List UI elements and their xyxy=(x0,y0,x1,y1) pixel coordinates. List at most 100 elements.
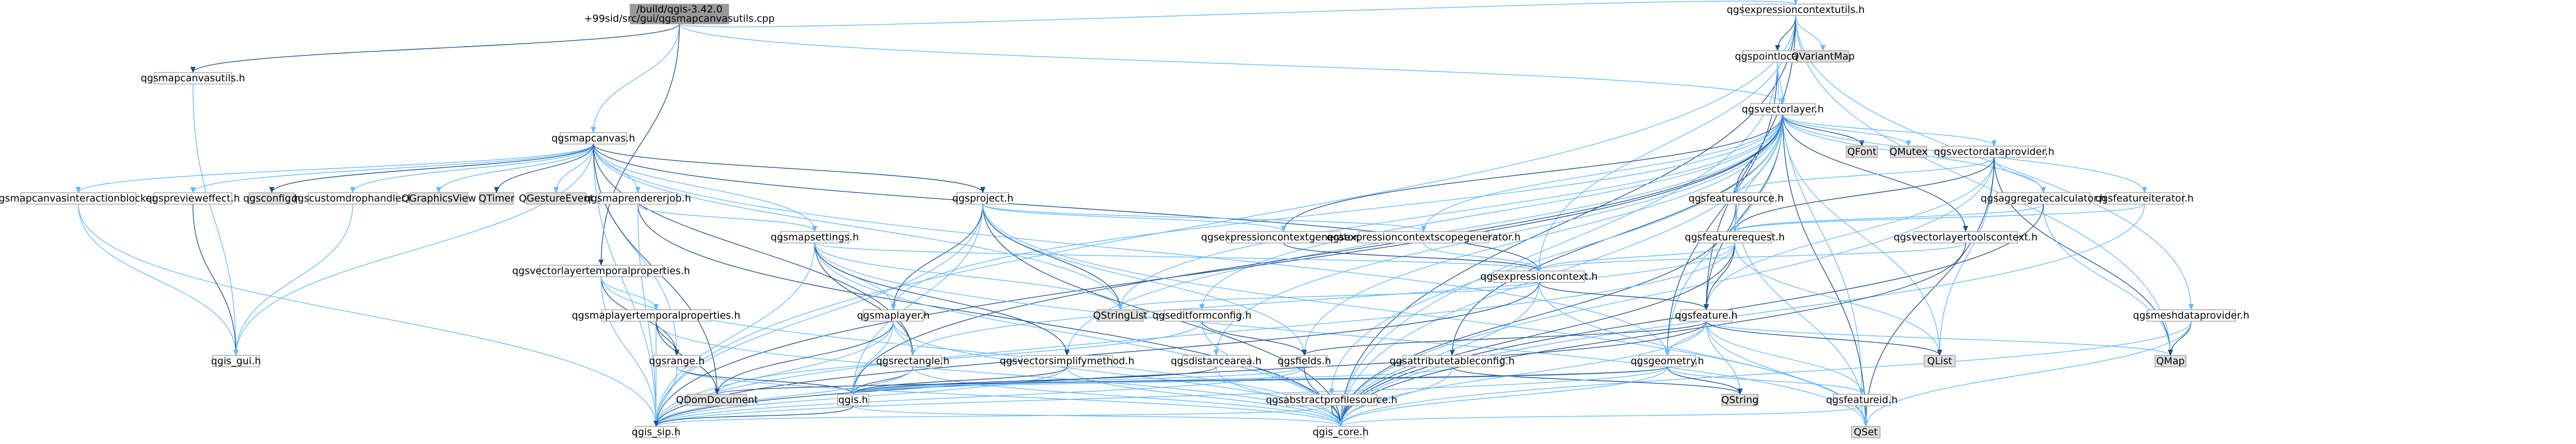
node-distarea[interactable]: qgsdistancearea.h xyxy=(1171,355,1262,367)
edge-mapsettings-to-core xyxy=(814,242,1343,427)
edge-vl_h-to-qlist xyxy=(1782,114,1942,356)
node-feature[interactable]: qgsfeature.h xyxy=(1675,309,1738,322)
node-qmutex[interactable]: QMutex xyxy=(1889,146,1928,158)
node-vltoolctx[interactable]: qgsvectorlayertoolscontext.h xyxy=(1893,231,2038,244)
edge-ecu_h-to-qvariantmap xyxy=(1795,15,1826,51)
edge-vl_h-to-qstringlist xyxy=(1118,114,1784,310)
node-ecsgen[interactable]: qgsexpressioncontextscopegenerator.h xyxy=(1327,231,1521,244)
node-qgsconfig[interactable]: qgsconfig.h xyxy=(243,192,300,205)
node-mc_h[interactable]: qgsmapcanvas.h xyxy=(551,132,635,145)
node-root[interactable]: /build/qgis-3.42.0+99sid/src/gui/qgsmapc… xyxy=(584,4,774,24)
edge-vltoolctx-to-core xyxy=(1338,242,1966,427)
node-label: QDomDocument xyxy=(676,394,758,406)
edge-vsimp-to-qgis_h xyxy=(851,366,1068,395)
node-fiter[interactable]: qgsfeatureiterator.h xyxy=(2095,192,2194,205)
node-mcu_h[interactable]: qgsmapcanvasutils.h xyxy=(141,72,245,84)
node-ecgen[interactable]: qgsexpressioncontextgenerator.h xyxy=(1201,231,1366,244)
node-mcib[interactable]: qgsmapcanvasinteractionblocker.h xyxy=(0,192,164,205)
node-preveff[interactable]: qgspreviewеffect.h xyxy=(146,192,240,205)
node-absprof[interactable]: qgsabstractprofilesource.h xyxy=(1266,394,1398,406)
edge-range-to-core xyxy=(676,366,1343,427)
edge-ectx-to-sip xyxy=(653,282,1540,427)
node-mltp[interactable]: qgsmaplayertemporalproperties.h xyxy=(572,309,741,322)
node-vsimp[interactable]: qgsvectorsimplifymethod.h xyxy=(1000,355,1135,367)
node-label: qgsmaplayer.h xyxy=(857,310,929,321)
node-project[interactable]: qgsproject.h xyxy=(952,192,1013,205)
edge-customdrop-to-gui xyxy=(233,204,353,356)
node-vl_h[interactable]: qgsvectorlayer.h xyxy=(1742,103,1824,116)
header-nodes: /build/qgis-3.42.0+99sid/src/gui/qgsmapc… xyxy=(0,4,2249,438)
node-label: QStringList xyxy=(1093,310,1148,321)
edge-vl_h-to-maplayer xyxy=(890,114,1784,310)
node-label: QGraphicsView xyxy=(401,193,476,204)
edge-vl_h-to-fields xyxy=(1302,114,1784,356)
node-qvariantmap[interactable]: QVariantMap xyxy=(1791,50,1855,63)
node-qgesture[interactable]: QGestureEvent xyxy=(519,192,594,205)
edge-ecsgen-to-ectx xyxy=(1423,242,1542,271)
node-qgv[interactable]: QGraphicsView xyxy=(401,192,476,205)
node-qmap[interactable]: QMap xyxy=(2154,355,2187,367)
edge-aggcalc-to-freq xyxy=(1732,204,2044,232)
node-fields[interactable]: qgsfields.h xyxy=(1278,355,1331,367)
node-maplayer[interactable]: qgsmaplayer.h xyxy=(857,309,930,322)
edge-mc_h-to-range xyxy=(593,144,679,356)
node-label: QMutex xyxy=(1889,146,1927,157)
node-rect[interactable]: qgsrectangle.h xyxy=(876,355,950,367)
node-aggcalc[interactable]: qgsaggregatecalculator.h xyxy=(1981,192,2106,205)
edge-distarea-to-qgis_h xyxy=(851,366,1217,395)
edge-geometry-to-qstring xyxy=(1667,366,1743,395)
node-mapsettings[interactable]: qgsmapsettings.h xyxy=(771,231,859,244)
node-label: +99sid/src/gui/qgsmapcanvasutils.cpp xyxy=(584,13,774,24)
edge-mc_h-to-ectx xyxy=(593,144,1542,271)
node-gui[interactable]: qgis_gui.h xyxy=(211,355,261,367)
edge-feature-to-qmap xyxy=(1706,321,2173,356)
node-qset[interactable]: QSet xyxy=(1851,426,1881,438)
node-qgis_h[interactable]: qgis.h xyxy=(837,394,869,406)
edge-vl_h-to-ecgen xyxy=(1281,114,1784,232)
node-fsource[interactable]: qgsfeaturesource.h xyxy=(1689,192,1784,205)
node-freq[interactable]: qgsfeaturerequest.h xyxy=(1685,231,1785,244)
edge-ecu_h-to-core xyxy=(1338,15,1797,427)
edge-root-to-mc_h xyxy=(591,23,680,133)
node-qlist[interactable]: QList xyxy=(1924,355,1956,367)
node-vltp_h[interactable]: qgsvectorlayertemporalproperties.h xyxy=(512,265,690,277)
edge-attrtab-to-qgis_h xyxy=(851,366,1453,395)
node-maprendjob[interactable]: qgsmaprendererjob.h xyxy=(584,192,691,205)
node-label: qgis_sip.h xyxy=(632,426,680,438)
edge-ectx-to-qstringlist xyxy=(1118,282,1540,310)
edge-qgis_h-to-sip xyxy=(653,405,854,427)
edge-feature-to-fields xyxy=(1302,321,1707,356)
edge-vl_h-to-vdp xyxy=(1782,114,1997,147)
node-sip[interactable]: qgis_sip.h xyxy=(632,426,680,438)
node-customdrop[interactable]: qgscustomdrophandler.h xyxy=(291,192,414,205)
edge-mapsettings-to-qset xyxy=(814,242,1869,427)
edge-mc_h-to-sip xyxy=(593,144,659,427)
node-ecu_h[interactable]: qgsexpressioncontextutils.h xyxy=(1726,4,1865,16)
node-label: qgsmapsettings.h xyxy=(771,232,859,243)
edge-freq-to-feature xyxy=(1704,242,1735,310)
node-ectx[interactable]: qgsexpressioncontext.h xyxy=(1480,270,1598,283)
node-qfont[interactable]: QFont xyxy=(1846,146,1878,158)
edge-project-to-qset xyxy=(982,204,1869,427)
node-qstring[interactable]: QString xyxy=(1721,394,1759,406)
node-qstringlist[interactable]: QStringList xyxy=(1093,309,1148,322)
node-meshdp[interactable]: qgsmeshdataprovider.h xyxy=(2133,309,2249,322)
node-vdp[interactable]: qgsvectordataprovider.h xyxy=(1934,146,2054,158)
node-qtimer[interactable]: QTimer xyxy=(479,192,514,205)
node-label: QList xyxy=(1927,355,1952,367)
node-geometry[interactable]: qgsgeometry.h xyxy=(1631,355,1704,367)
edge-range-to-sip xyxy=(653,366,677,427)
node-range[interactable]: qgsrange.h xyxy=(649,355,705,367)
node-label: qgsexpressioncontextutils.h xyxy=(1726,4,1864,16)
node-attrtab[interactable]: qgsattributetableconfig.h xyxy=(1389,355,1515,367)
edge-project-to-core xyxy=(982,204,1343,427)
node-label: QTimer xyxy=(479,193,514,204)
edge-ecu_h-to-pointloc xyxy=(1775,15,1797,51)
node-fid[interactable]: qgsfeatureid.h xyxy=(1826,394,1898,406)
node-qdomdoc[interactable]: QDomDocument xyxy=(676,394,758,406)
node-efconfig[interactable]: qgseditformconfig.h xyxy=(1152,309,1251,322)
node-label: qgsfeature.h xyxy=(1675,310,1738,321)
node-core[interactable]: qgis_core.h xyxy=(1313,426,1369,438)
edge-efconfig-to-core xyxy=(1201,321,1343,427)
edge-vdp-to-feature xyxy=(1704,157,1995,310)
